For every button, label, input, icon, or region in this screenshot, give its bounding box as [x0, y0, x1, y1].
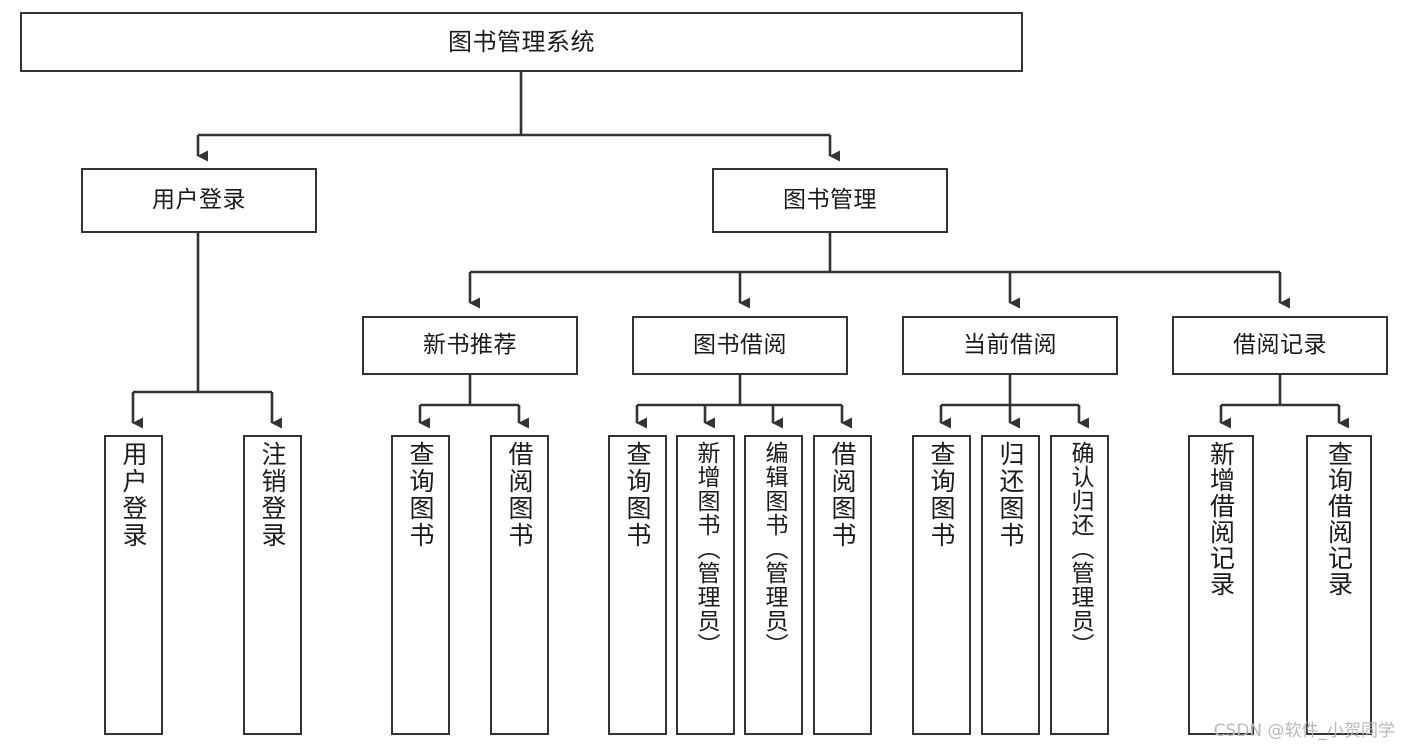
node-root-label: 图书管理系统 [448, 27, 595, 56]
node-new-book-recommend-label: 新书推荐 [423, 331, 517, 358]
node-leaf-query-book-3[interactable]: 查询图书 [912, 435, 971, 735]
node-leaf-return-book[interactable]: 归还图书 [981, 435, 1040, 735]
node-leaf-query-book-3-label: 查询图书 [927, 441, 956, 549]
node-leaf-confirm-return-label: 确认归还（管理员） [1067, 441, 1093, 657]
node-leaf-add-borrow-record-label: 新增借阅记录 [1206, 441, 1236, 597]
node-leaf-borrow-book-1-label: 借阅图书 [505, 441, 534, 549]
node-user-login-label: 用户登录 [152, 186, 246, 213]
node-borrow-record[interactable]: 借阅记录 [1172, 316, 1388, 375]
node-leaf-query-book-1-label: 查询图书 [406, 441, 435, 549]
node-leaf-user-login-label: 用户登录 [119, 441, 148, 549]
node-current-borrow-label: 当前借阅 [963, 331, 1057, 358]
node-leaf-add-borrow-record[interactable]: 新增借阅记录 [1188, 435, 1254, 735]
node-leaf-confirm-return[interactable]: 确认归还（管理员） [1050, 435, 1109, 735]
node-book-manage[interactable]: 图书管理 [712, 168, 948, 233]
node-current-borrow[interactable]: 当前借阅 [902, 316, 1118, 375]
node-leaf-logout-login[interactable]: 注销登录 [243, 435, 302, 735]
node-leaf-logout-login-label: 注销登录 [258, 441, 287, 549]
node-leaf-borrow-book-2-label: 借阅图书 [828, 441, 857, 549]
node-leaf-add-book-label: 新增图书（管理员） [693, 441, 719, 657]
node-book-manage-label: 图书管理 [783, 186, 877, 213]
node-leaf-user-login[interactable]: 用户登录 [104, 435, 163, 735]
node-leaf-edit-book[interactable]: 编辑图书（管理员） [744, 435, 803, 735]
node-leaf-edit-book-label: 编辑图书（管理员） [761, 441, 787, 657]
node-leaf-return-book-label: 归还图书 [996, 441, 1025, 549]
node-new-book-recommend[interactable]: 新书推荐 [362, 316, 578, 375]
node-leaf-query-book-2[interactable]: 查询图书 [608, 435, 667, 735]
node-leaf-query-borrow-record-label: 查询借阅记录 [1324, 441, 1354, 597]
node-leaf-query-book-1[interactable]: 查询图书 [391, 435, 450, 735]
node-leaf-query-borrow-record[interactable]: 查询借阅记录 [1306, 435, 1372, 735]
node-leaf-borrow-book-2[interactable]: 借阅图书 [813, 435, 872, 735]
node-root[interactable]: 图书管理系统 [20, 12, 1023, 72]
node-leaf-add-book[interactable]: 新增图书（管理员） [676, 435, 735, 735]
node-borrow-record-label: 借阅记录 [1233, 331, 1327, 358]
node-book-borrow-label: 图书借阅 [693, 331, 787, 358]
node-leaf-borrow-book-1[interactable]: 借阅图书 [490, 435, 549, 735]
node-leaf-query-book-2-label: 查询图书 [623, 441, 652, 549]
node-book-borrow[interactable]: 图书借阅 [632, 316, 848, 375]
node-user-login[interactable]: 用户登录 [81, 168, 317, 233]
